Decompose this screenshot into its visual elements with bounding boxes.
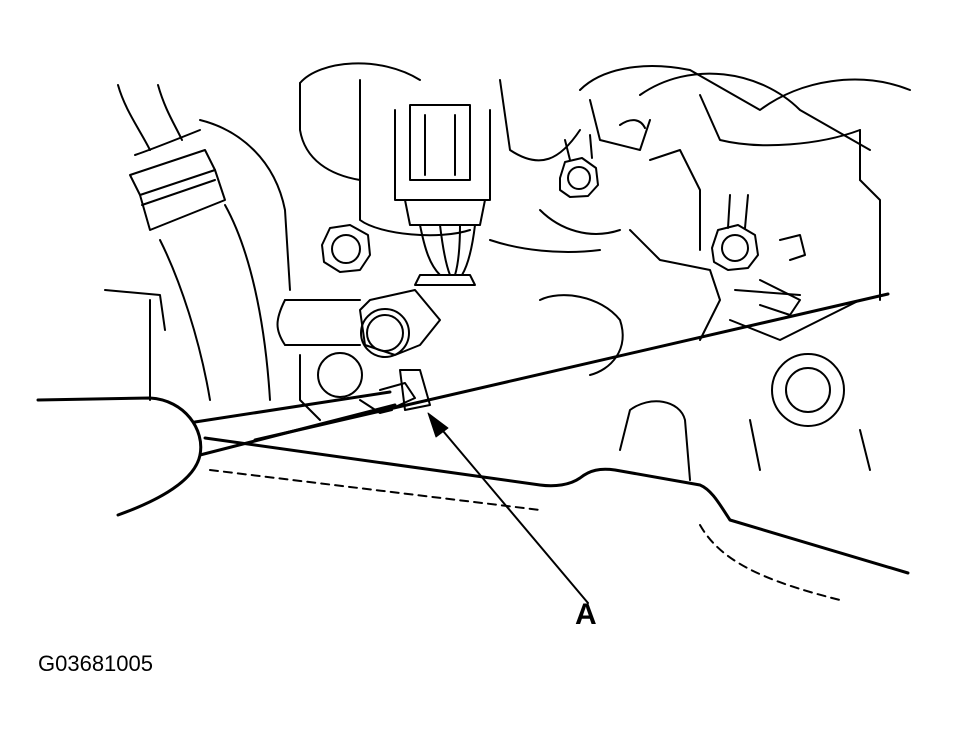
position-sensor — [359, 289, 441, 358]
screwdriver-tool — [36, 382, 416, 517]
foreground-panel — [203, 292, 910, 601]
engine-block-outline — [104, 62, 911, 481]
bolt-left — [321, 224, 371, 273]
wiring-connector — [359, 79, 621, 286]
callout-label-a: A — [575, 598, 597, 631]
bolt-right — [711, 194, 759, 271]
callout-arrow — [427, 412, 589, 604]
bolt-top-right — [559, 134, 599, 198]
hose-with-clamp — [117, 84, 271, 401]
figure-id: G03681005 — [38, 651, 153, 676]
